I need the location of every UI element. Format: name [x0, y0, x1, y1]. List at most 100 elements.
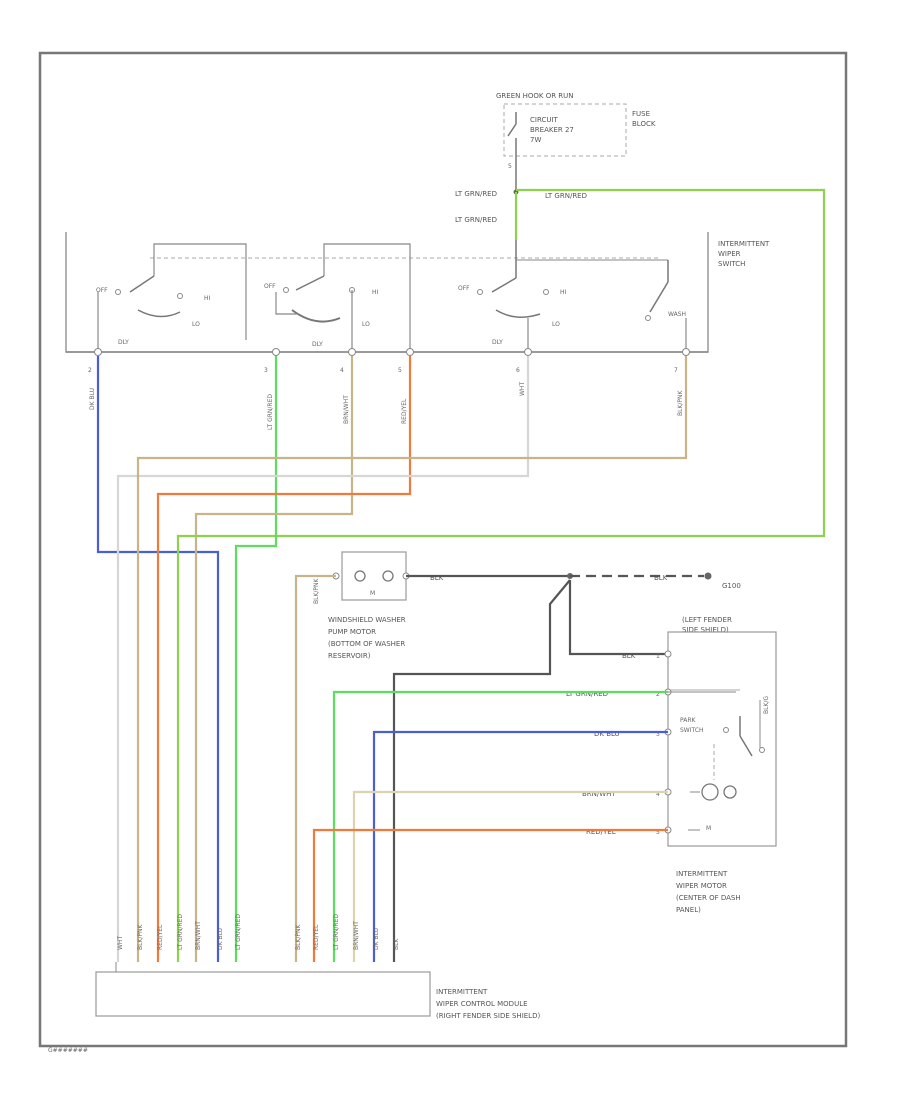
module-wire-label: BRN/WHT — [353, 921, 360, 950]
switch-2-hi: HI — [372, 289, 379, 296]
module-wire-label: BLK/PNK — [295, 923, 302, 950]
switch-1-hi: HI — [204, 295, 211, 302]
washer-motor-wire-label: BLK/PNK — [313, 577, 320, 604]
switch-1-blade — [129, 275, 155, 293]
module-wire-label: DK BLU — [373, 928, 380, 950]
module-label-1: INTERMITTENT — [436, 988, 488, 996]
switch-pin-6: 6 — [516, 367, 520, 374]
fuse-block-label-2: BLOCK — [632, 120, 656, 128]
fuse-wire-1: LT GRN/RED — [455, 190, 497, 198]
motor-label-3: (CENTER OF DASH — [676, 894, 741, 902]
motor-wire-lt-grn-red: LT GRN/RED — [566, 690, 608, 698]
ground-wire-label: BLK — [654, 574, 668, 582]
motor-armature — [701, 783, 719, 801]
module-label-2: WIPER CONTROL MODULE — [436, 1000, 528, 1008]
motor-inner-wire: BLK/G — [763, 696, 770, 714]
switch-2-dly: DLY — [312, 341, 323, 348]
module-wire-label: BRN/WHT — [195, 921, 202, 950]
washer-label-2: PUMP MOTOR — [328, 628, 376, 636]
switch-wire-label-dk-blu: DK BLU — [89, 388, 96, 410]
switch-2-lo: LO — [362, 321, 370, 328]
motor-switch: SWITCH — [680, 727, 704, 734]
switch-housing — [65, 232, 709, 353]
wire-blk-motor — [568, 580, 668, 656]
switch-wash: WASH — [668, 311, 686, 318]
diagram-frame — [38, 51, 848, 1048]
switch-pin-3: 3 — [264, 367, 268, 374]
switch-wire-label-lt-grn-red: LT GRN/RED — [267, 394, 274, 430]
circuit-breaker-contact — [507, 123, 517, 137]
wire-wht-switch — [116, 356, 530, 962]
fuse-block-outline — [503, 103, 627, 157]
motor-label-4: PANEL) — [676, 906, 701, 914]
wire-lt-grn-red-switch — [234, 356, 278, 962]
wire-lt-grn-red-motor — [332, 690, 668, 962]
motor-pin-5: 5 — [656, 829, 660, 836]
switch-wire-label-red-yel: RED/YEL — [401, 398, 408, 424]
motor-m: M — [706, 825, 711, 832]
switch-pin-4: 4 — [340, 367, 344, 374]
breaker-label-2: BREAKER 27 — [530, 126, 574, 134]
wire-red-yel-switch — [156, 356, 412, 962]
fuse-pin: 5 — [508, 163, 512, 170]
switch-pin-7: 7 — [674, 367, 678, 374]
fuse-block-label-1: FUSE — [632, 110, 650, 118]
switch-pin-2: 2 — [88, 367, 92, 374]
module-label-3: (RIGHT FENDER SIDE SHIELD) — [436, 1012, 540, 1020]
module-wire-label: RED/YEL — [313, 924, 320, 950]
motor-location-1: (LEFT FENDER — [682, 616, 732, 624]
park-switch-blade — [739, 735, 753, 757]
motor-location-2: SIDE SHIELD) — [682, 626, 729, 634]
motor-wire-blk: BLK — [622, 652, 636, 660]
module-wire-label: LT GRN/RED — [177, 914, 184, 950]
module-wire-label: RED/YEL — [157, 924, 164, 950]
module-pins: WHT BLK/PNK RED/YEL LT GRN/RED BRN/WHT D… — [117, 914, 400, 950]
washer-wire-label: BLK — [430, 574, 444, 582]
breaker-label-3: 7W — [530, 136, 541, 144]
module-outline — [95, 971, 431, 1017]
ground-point — [704, 572, 712, 580]
wire-red-yel-motor — [312, 828, 668, 962]
module-wire-label: BLK/PNK — [137, 923, 144, 950]
switch-pin-5: 5 — [398, 367, 402, 374]
wire-dk-blu-motor — [372, 730, 668, 962]
motor-pin-1: 1 — [656, 653, 660, 660]
motor-label-1: INTERMITTENT — [676, 870, 728, 878]
switch-3-blade — [491, 277, 517, 293]
wire-brn-wht-switch — [194, 356, 354, 962]
switch-2-blade — [295, 275, 325, 291]
motor-pin-4: 4 — [656, 791, 660, 798]
washer-label-3: (BOTTOM OF WASHER — [328, 640, 405, 648]
wire-blk-pnk-switch — [136, 356, 688, 962]
motor-park: PARK — [680, 717, 697, 724]
switch-wire-label-blk-pnk: BLK/PNK — [677, 389, 684, 416]
washer-label-1: WINDSHIELD WASHER — [328, 616, 406, 624]
fuse-top-label: GREEN HOOK OR RUN — [496, 92, 574, 100]
switch-wire-label-brn-wht: BRN/WHT — [343, 395, 350, 424]
wire-lt-grn-red-module — [176, 534, 236, 962]
wire-brn-wht-motor — [352, 790, 668, 962]
wire-lt-grn-red-loop — [236, 188, 826, 538]
motor-pin-2: 2 — [656, 691, 660, 698]
wash-switch-blade — [649, 281, 669, 313]
switch-1-off: OFF — [96, 287, 108, 294]
footer-code: G####### — [48, 1047, 88, 1054]
switch-pins: 2 3 4 5 6 7 — [88, 348, 690, 374]
motor-wire-red-yel: RED/YEL — [586, 828, 616, 836]
module-wire-label: LT GRN/RED — [235, 914, 242, 950]
motor-label-2: WIPER MOTOR — [676, 882, 727, 890]
switch-3-hi: HI — [560, 289, 567, 296]
switch-3-lo: LO — [552, 321, 560, 328]
switch-1-lo: LO — [192, 321, 200, 328]
washer-label-4: RESERVOIR) — [328, 652, 371, 660]
module-wire-label: WHT — [117, 936, 124, 950]
washer-pump-m: M — [370, 590, 375, 597]
wire-blk-module — [392, 579, 571, 962]
motor-wire-brn-wht: BRN/WHT — [582, 790, 616, 798]
fuse-wire-3: LT GRN/RED — [455, 216, 497, 224]
fuse-wire-2: LT GRN/RED — [545, 192, 587, 200]
switch-2-off: OFF — [264, 283, 276, 290]
fuse-block: GREEN HOOK OR RUN CIRCUIT BREAKER 27 7W … — [496, 92, 656, 170]
wire-blk-pnk-washer — [294, 574, 336, 962]
